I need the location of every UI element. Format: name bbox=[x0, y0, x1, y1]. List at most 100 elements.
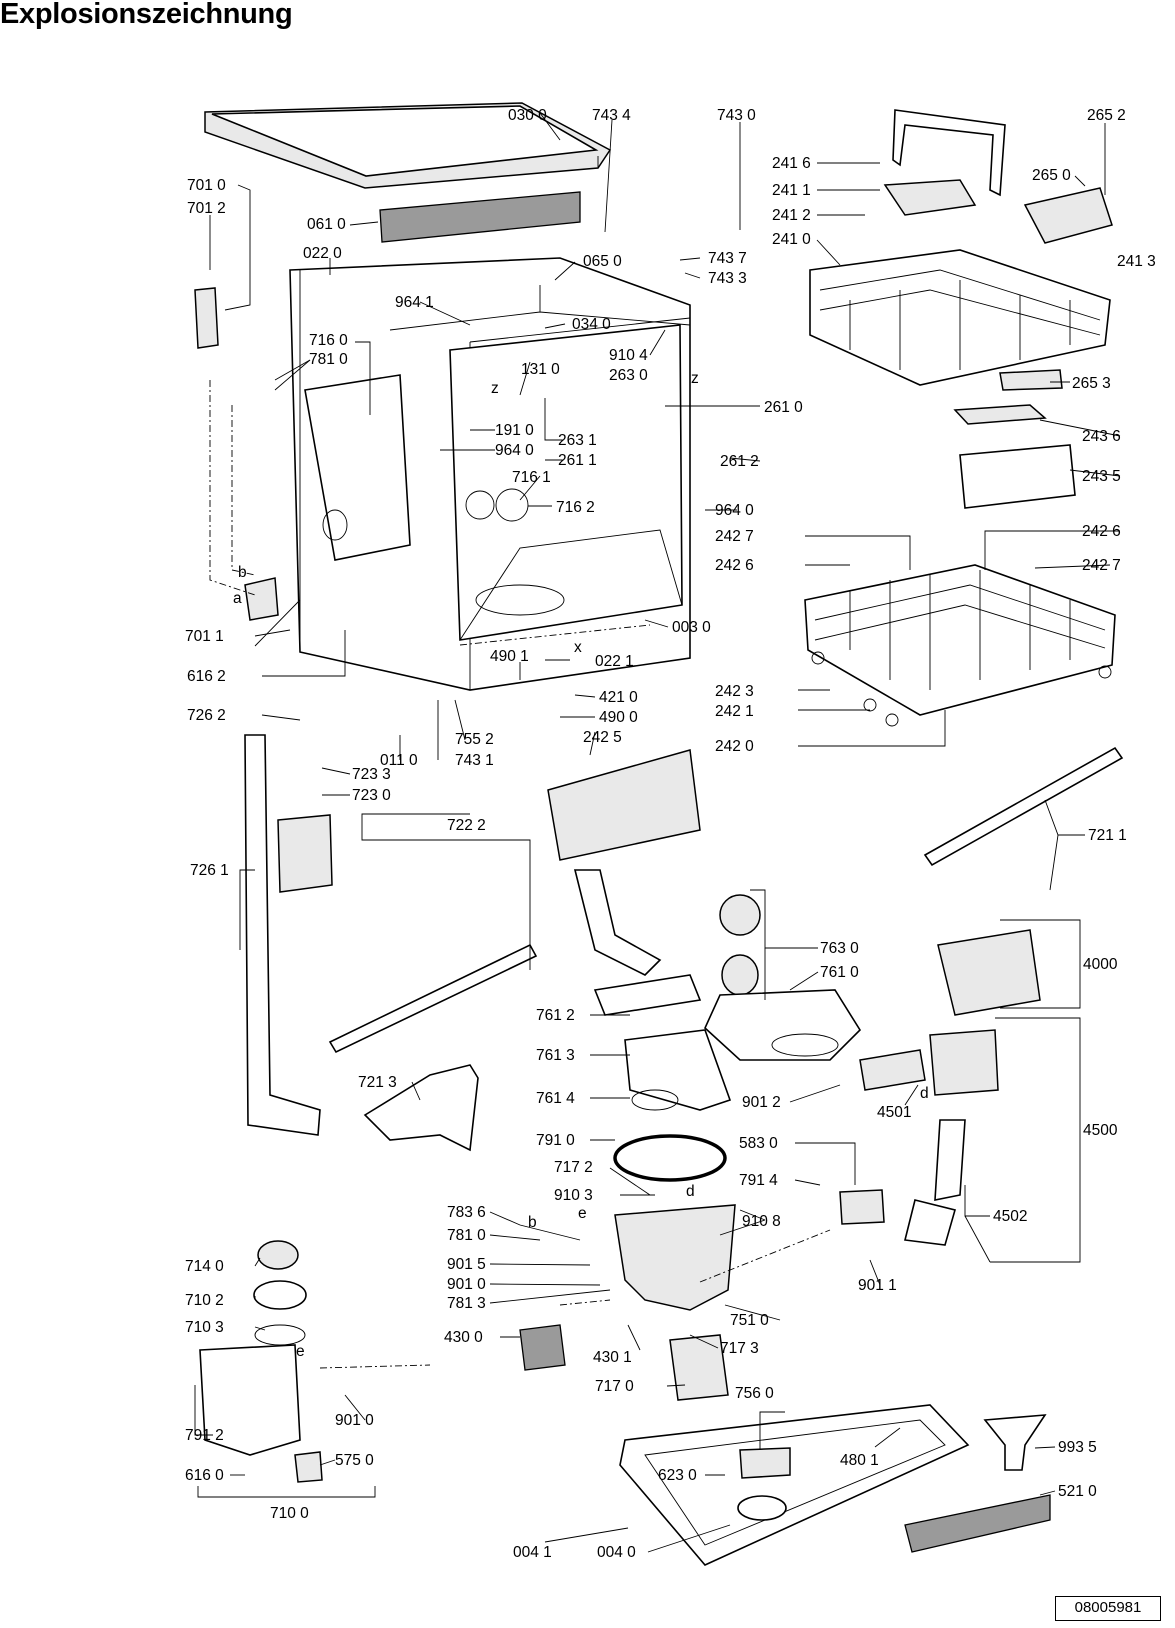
document-number: 08005981 bbox=[1055, 1596, 1161, 1621]
callout: 575 0 bbox=[335, 1452, 374, 1469]
callout: 781 0 bbox=[447, 1227, 486, 1244]
salt-seal bbox=[254, 1324, 306, 1346]
callout: 721 1 bbox=[1088, 827, 1127, 844]
drain-pump bbox=[519, 1324, 566, 1371]
pump-housing bbox=[929, 1029, 999, 1096]
seal-ring bbox=[631, 1089, 679, 1111]
callout: 901 1 bbox=[858, 1277, 897, 1294]
callout: 721 3 bbox=[358, 1074, 397, 1091]
callout: 004 0 bbox=[597, 1544, 636, 1561]
callout: 490 1 bbox=[490, 648, 529, 665]
callout: 243 6 bbox=[1082, 428, 1121, 445]
callout: 717 0 bbox=[595, 1378, 634, 1395]
callout: 263 0 bbox=[609, 367, 648, 384]
callout: 761 2 bbox=[536, 1007, 575, 1024]
callout: 910 3 bbox=[554, 1187, 593, 1204]
water-softener-valve bbox=[194, 287, 219, 349]
callout: 717 3 bbox=[720, 1340, 759, 1357]
callout: 243 5 bbox=[1082, 468, 1121, 485]
callout: 716 2 bbox=[556, 499, 595, 516]
callout: 011 0 bbox=[380, 752, 418, 769]
lower-basket bbox=[804, 564, 1116, 727]
heater-element bbox=[669, 1334, 729, 1401]
callout: 743 7 bbox=[708, 250, 747, 267]
callout: 722 2 bbox=[447, 817, 486, 834]
callout: 004 1 bbox=[513, 1544, 552, 1561]
callout: 714 0 bbox=[185, 1258, 224, 1275]
callout: 743 3 bbox=[708, 270, 747, 287]
cutlery-basket bbox=[959, 444, 1076, 509]
callout: 480 1 bbox=[840, 1452, 879, 1469]
callout: 964 1 bbox=[395, 294, 434, 311]
upper-spray-arm bbox=[923, 746, 1124, 867]
svg-text:e: e bbox=[296, 1343, 305, 1360]
callout: 241 6 bbox=[772, 155, 811, 172]
callout: 242 0 bbox=[715, 738, 754, 755]
callout: 716 0 bbox=[309, 332, 348, 349]
callout: 241 3 bbox=[1117, 253, 1156, 270]
middle-spray-arm bbox=[328, 943, 538, 1054]
callout: 616 0 bbox=[185, 1467, 224, 1484]
callout: 791 2 bbox=[185, 1427, 224, 1444]
callout: 242 7 bbox=[715, 528, 754, 545]
callout: 761 3 bbox=[536, 1047, 575, 1064]
callout: 993 5 bbox=[1058, 1439, 1097, 1456]
callout: 761 4 bbox=[536, 1090, 575, 1107]
callout: 241 1 bbox=[772, 182, 811, 199]
callout: 726 2 bbox=[187, 707, 226, 724]
callout: 723 3 bbox=[352, 766, 391, 783]
tub-body bbox=[289, 257, 691, 691]
callout: 242 5 bbox=[583, 729, 622, 746]
callout: 710 2 bbox=[185, 1292, 224, 1309]
callout: 430 1 bbox=[593, 1349, 632, 1366]
salt-ring bbox=[253, 1280, 307, 1310]
callout: 242 3 bbox=[715, 683, 754, 700]
svg-text:b: b bbox=[528, 1214, 537, 1231]
callout: 763 0 bbox=[820, 940, 859, 957]
filter-cover bbox=[593, 974, 702, 1016]
callout: 716 1 bbox=[512, 469, 551, 486]
kickplate bbox=[904, 1494, 1051, 1553]
callout: 583 0 bbox=[739, 1135, 778, 1152]
drain-hose-connector bbox=[934, 1119, 966, 1201]
cup-shelf bbox=[883, 179, 977, 216]
spray-arm-holder bbox=[363, 1064, 479, 1152]
callout: 964 0 bbox=[715, 502, 754, 519]
callout: 261 0 bbox=[764, 399, 803, 416]
callout: 701 0 bbox=[187, 177, 226, 194]
sump-seal bbox=[613, 1134, 727, 1182]
salt-cap bbox=[257, 1240, 299, 1270]
upper-basket bbox=[809, 249, 1111, 386]
callout: 4500 bbox=[1083, 1122, 1118, 1139]
callout: 242 6 bbox=[1082, 523, 1121, 540]
svg-text:z: z bbox=[491, 380, 499, 397]
callout: 265 3 bbox=[1072, 375, 1111, 392]
leader-lines bbox=[194, 112, 1121, 1553]
cutlery-basket-cover bbox=[953, 404, 1047, 425]
basket-handle bbox=[999, 369, 1063, 391]
callout: 726 1 bbox=[190, 862, 229, 879]
callout: 430 0 bbox=[444, 1329, 483, 1346]
supply-pipe bbox=[573, 869, 662, 976]
callout: 030 0 bbox=[508, 107, 547, 124]
callout: 4502 bbox=[993, 1208, 1027, 1225]
callout: 421 0 bbox=[599, 689, 638, 706]
cup-rack bbox=[892, 109, 1006, 197]
callout: 723 0 bbox=[352, 787, 391, 804]
svg-text:b: b bbox=[238, 564, 247, 581]
callout: 022 0 bbox=[303, 245, 342, 262]
callout: 710 3 bbox=[185, 1319, 224, 1336]
hose-clamp bbox=[859, 1049, 926, 1091]
drain-hose-elbow bbox=[904, 1199, 956, 1246]
callout: 783 6 bbox=[447, 1204, 486, 1221]
svg-text:d: d bbox=[920, 1085, 929, 1102]
funnel bbox=[983, 1414, 1047, 1471]
callout: 263 1 bbox=[558, 432, 597, 449]
flow-sensor bbox=[294, 1451, 323, 1483]
callout: 265 0 bbox=[1032, 167, 1071, 184]
callout: 191 0 bbox=[495, 422, 534, 439]
callout: 261 1 bbox=[558, 452, 597, 469]
callout: 242 6 bbox=[715, 557, 754, 574]
microfilter bbox=[719, 894, 761, 936]
